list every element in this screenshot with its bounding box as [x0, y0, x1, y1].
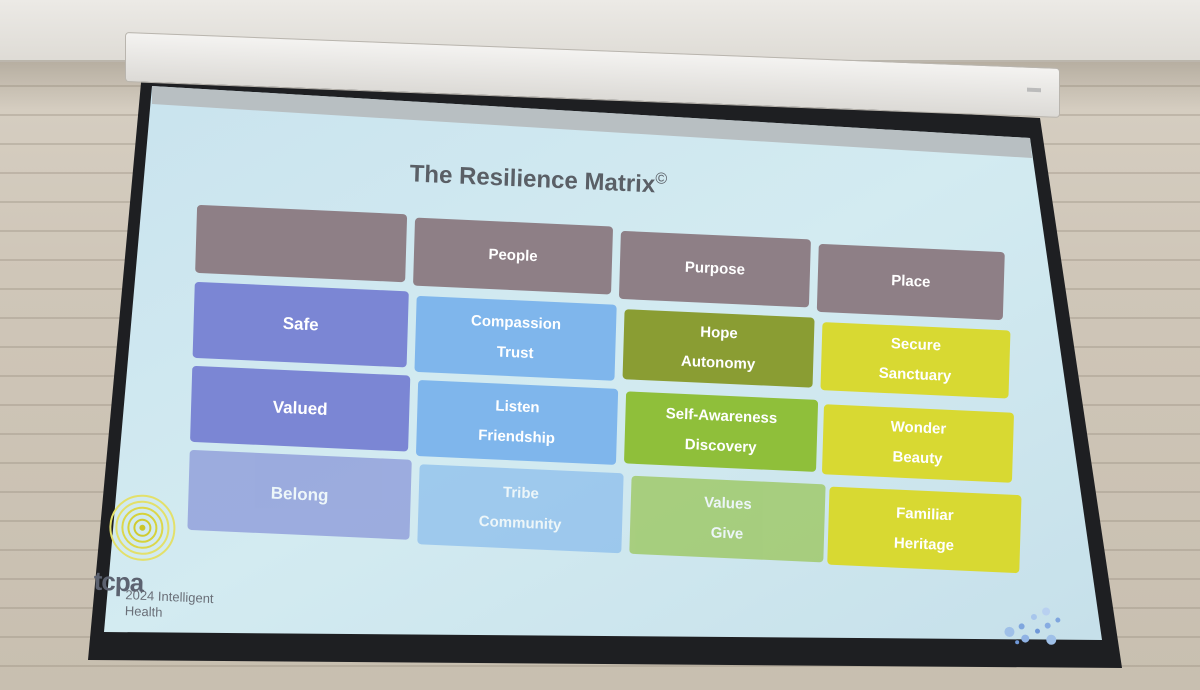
- cell-word: Wonder: [890, 418, 947, 438]
- header-label: Purpose: [684, 258, 746, 279]
- slide: The Resilience Matrix© People Purpose Pl…: [93, 108, 1061, 668]
- title-text: The Resilience Matrix: [409, 160, 656, 199]
- cell-valued-purpose: Self-Awareness Discovery: [623, 391, 819, 472]
- cell-word: Values: [703, 493, 752, 514]
- cell-word: Self-Awareness: [665, 405, 778, 428]
- cell-word: Sanctuary: [878, 364, 952, 385]
- row-label: Valued: [272, 397, 328, 419]
- cell-word: Discovery: [684, 436, 757, 457]
- footer-copyright: 2024 Intelligent Health: [125, 587, 214, 623]
- header-people: People: [413, 217, 614, 295]
- cell-word: Secure: [890, 335, 942, 355]
- cell-word: Friendship: [478, 426, 556, 448]
- cell-word: Community: [478, 512, 562, 534]
- cell-word: Beauty: [892, 448, 943, 468]
- cell-safe-people: Compassion Trust: [414, 295, 617, 381]
- cell-word: Autonomy: [680, 352, 756, 374]
- slide-title: The Resilience Matrix©: [158, 148, 919, 211]
- cell-word: Compassion: [470, 312, 562, 334]
- header-purpose: Purpose: [618, 230, 811, 308]
- cell-valued-place: Wonder Beauty: [821, 404, 1015, 483]
- header-place: Place: [816, 243, 1005, 321]
- row-label: Belong: [270, 483, 329, 506]
- cell-belong-people: Tribe Community: [417, 464, 624, 554]
- screen-top-band: [152, 86, 1032, 158]
- cell-belong-purpose: Values Give: [629, 475, 826, 563]
- cell-word: Listen: [495, 397, 540, 417]
- housing-mark: [1027, 87, 1041, 93]
- concentric-rings-logo-icon: [109, 494, 176, 561]
- header-label: People: [488, 245, 538, 266]
- row-label-belong: Belong: [187, 449, 412, 540]
- cell-word: Tribe: [502, 483, 540, 503]
- cell-word: Give: [710, 524, 744, 543]
- row-label: Safe: [282, 313, 319, 335]
- cell-word: Hope: [700, 323, 739, 343]
- dots-cluster-logo-icon: [1004, 607, 1061, 645]
- cell-belong-place: Familiar Heritage: [827, 486, 1022, 574]
- row-label-valued: Valued: [190, 365, 411, 452]
- cell-word: Heritage: [893, 534, 955, 555]
- cell-valued-people: Listen Friendship: [415, 379, 619, 465]
- header-label: Place: [890, 272, 931, 291]
- row-label-safe: Safe: [192, 281, 409, 368]
- copyright-mark: ©: [655, 170, 668, 188]
- cell-safe-place: Secure Sanctuary: [820, 322, 1011, 399]
- cell-word: Familiar: [895, 504, 954, 525]
- cell-safe-purpose: Hope Autonomy: [622, 309, 815, 388]
- header-blank-cell: [195, 204, 408, 283]
- cell-word: Trust: [496, 343, 534, 363]
